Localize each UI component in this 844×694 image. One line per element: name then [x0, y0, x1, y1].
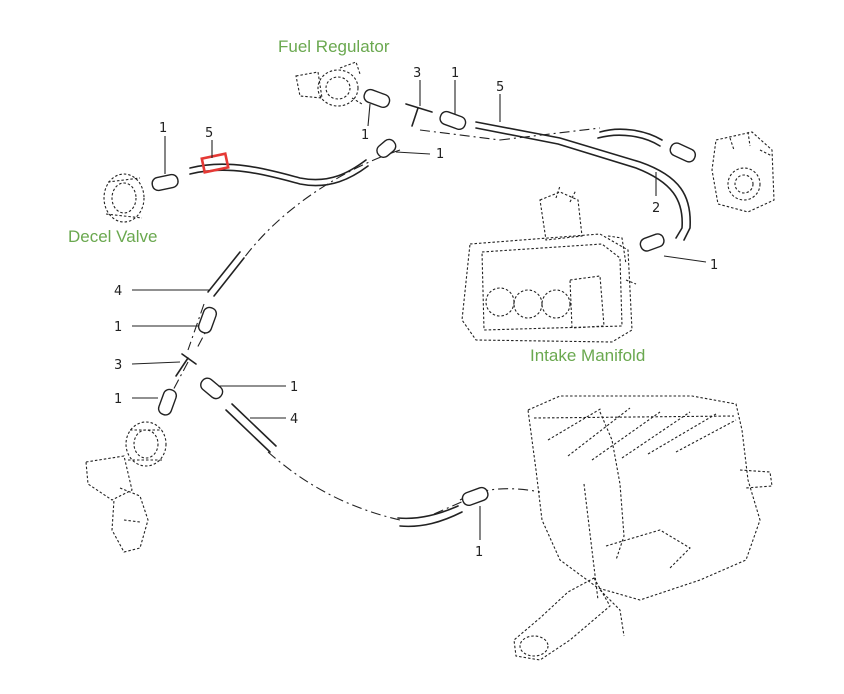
t-fittings [175, 103, 433, 377]
fuel-regulator-label: Fuel Regulator [278, 37, 390, 56]
lower-left-component-sketch [85, 421, 167, 553]
decel-valve-sketch [103, 173, 145, 223]
callout-5-top: 5 [496, 80, 504, 95]
decel-valve-label: Decel Valve [68, 227, 157, 246]
intake-manifold-sketch [461, 185, 637, 343]
callout-2: 2 [652, 201, 660, 216]
throttle-body-sketch [711, 131, 775, 213]
callout-1-bottom: 1 [475, 545, 483, 560]
callout-1-lower: 1 [290, 380, 298, 395]
hoses [189, 121, 691, 528]
callout-1-mid: 1 [361, 128, 369, 143]
callout-4-lower: 4 [290, 412, 298, 427]
intake-manifold-label: Intake Manifold [530, 346, 645, 365]
callout-1-left-a: 1 [114, 320, 122, 335]
fuel-regulator-sketch [295, 61, 363, 107]
callout-1-right: 1 [436, 147, 444, 162]
highlighted-hose-part-5 [200, 152, 230, 174]
callout-1-top: 1 [451, 66, 459, 81]
vacuum-routing-lines [169, 127, 601, 521]
callout-3-top: 3 [413, 66, 421, 81]
callout-5-left: 5 [205, 126, 213, 141]
air-cleaner-sketch [513, 395, 773, 661]
callout-4-left: 4 [114, 284, 122, 299]
callout-3-left: 3 [114, 358, 122, 373]
callout-1-manifold: 1 [710, 258, 718, 273]
part-number-callouts: 1 5 3 1 5 1 1 2 1 4 1 3 1 1 4 1 [114, 66, 718, 560]
callout-1-left-b: 1 [114, 392, 122, 407]
leader-lines [131, 80, 707, 540]
callout-1-decel: 1 [159, 121, 167, 136]
connector-tubes [151, 88, 697, 507]
